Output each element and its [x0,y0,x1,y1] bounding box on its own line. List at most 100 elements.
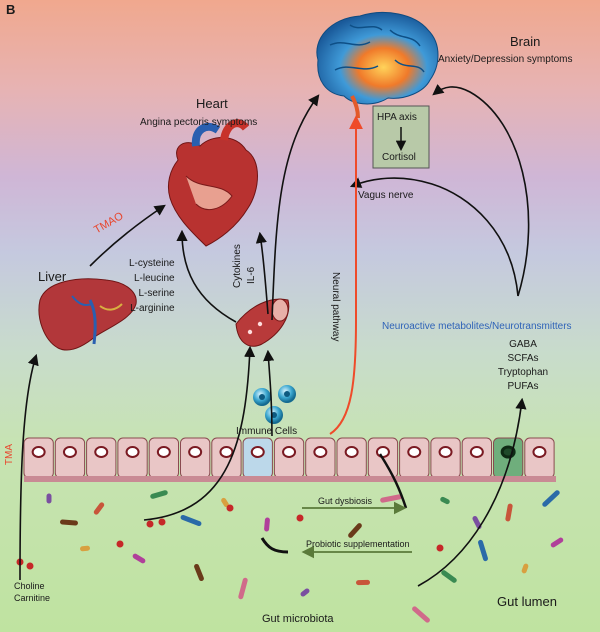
gut-microbes [16,490,564,623]
microbe [264,517,270,532]
cell-nucleus [469,446,484,458]
cell-nucleus [250,446,265,458]
microbe-coccus [26,562,34,570]
liver-illustration [38,278,137,351]
cortisol-label: Cortisol [382,152,416,163]
microbe [80,545,90,552]
gut-dysbiosis-label: Gut dysbiosis [318,496,373,506]
microbe [356,579,370,586]
neuroactive-item: PUFAs [507,381,539,392]
microbe-coccus [226,504,234,512]
cell-nucleus [188,446,203,458]
cytokine-to-heart-arrow [255,231,269,315]
heart-symptoms: Angina pectoris symptoms [140,117,258,128]
microbe [93,502,105,515]
cell-nucleus [375,446,390,458]
microbe [472,515,482,530]
cell-nucleus [219,446,234,458]
microbe [221,497,229,508]
carnitine-label: Carnitine [14,593,51,603]
microbe [238,577,248,600]
aminoacid-to-heart-arrow [176,229,237,323]
microbe [150,490,168,499]
microbe-coccus [146,520,154,528]
microbe [542,490,560,507]
brain-symptoms: Anxiety/Depression symptoms [438,54,573,65]
microbe-coccus [296,514,304,522]
cell-nucleus [313,446,328,458]
hpa-axis-label: HPA axis [377,112,417,123]
cell-nucleus [94,446,109,458]
tma-label: TMA [4,444,15,466]
cell-nucleus [407,446,422,458]
cell-nucleus [282,446,297,458]
microbe [440,496,450,505]
vessel-to-brain-arrow [271,94,320,321]
microbe [60,519,78,526]
gut-lumen-label: Gut lumen [497,594,557,609]
microbe [180,514,202,527]
neuroactive-item: GABA [509,339,537,350]
microbe-coccus [436,544,444,552]
liver-title: Liver [38,269,67,284]
choline-label: Choline [14,581,45,591]
neuroactive-item: Tryptophan [497,367,549,378]
microbe [46,493,52,504]
neuroactive-item: SCFAs [507,353,539,364]
cell-nucleus [125,446,140,458]
cell-nucleus [344,446,359,458]
tmao-arrow [89,204,166,267]
epithelium-base [24,476,556,482]
vagus-arrow [349,177,519,297]
immune-to-vessel-arrow [263,349,275,437]
microbe [132,553,146,564]
blood-vessel-illustration [235,298,290,347]
microbe [348,523,362,538]
microbe [550,537,564,548]
panel-label: B [6,2,16,17]
cell-nucleus [31,446,46,458]
cell-nucleus [156,446,171,458]
cytokines-label: Cytokines [232,244,243,288]
immune-cells-label: Immune Cells [236,426,298,437]
microbe-coccus [116,540,124,548]
microbe [505,503,513,522]
neuroactive-to-brain-arrow [432,84,530,297]
brain-title: Brain [510,34,541,49]
amino-acid-item: L-arginine [130,303,175,314]
tma-to-liver-arrow [19,353,39,581]
microbe [380,494,402,503]
microbe [521,563,529,574]
microbe [441,570,457,583]
amino-acid-list: L-cysteine L-leucine L-serine L-arginine [129,256,175,316]
microbiota-to-vessel-arrow [143,345,256,521]
neural-pathway-arrow [329,115,363,435]
amino-acid-item: L-leucine [133,273,175,284]
gut-swirl-left [260,537,289,554]
microbe-coccus [158,518,166,526]
epithelial-cell [524,437,555,479]
neuroactive-title: Neuroactive metabolites/Neurotransmitter… [382,321,572,332]
microbiota-to-neuroactive-arrow [417,397,527,587]
cell-nucleus [62,446,77,458]
gut-microbiota-label: Gut microbiota [262,613,334,625]
il6-label: IL-6 [246,266,257,284]
neural-pathway-label: Neural pathway [330,272,341,342]
amino-acid-item: L-cysteine [129,258,175,269]
probiotic-label: Probiotic supplementation [306,539,410,549]
neuroactive-list: GABA SCFAs Tryptophan PUFAs [488,338,558,394]
heart-illustration [167,119,258,247]
immune-cells [253,385,296,424]
microbe [300,588,310,597]
brain-illustration [316,12,439,119]
vagus-nerve-label: Vagus nerve [358,190,414,201]
cell-nucleus [532,446,547,458]
microbe [412,606,430,623]
amino-acid-item: L-serine [138,288,175,299]
heart-title: Heart [196,96,228,111]
pathway-arrows [19,84,530,587]
microbe [478,539,488,562]
microbe [194,563,204,582]
cell-nucleus [438,446,453,458]
